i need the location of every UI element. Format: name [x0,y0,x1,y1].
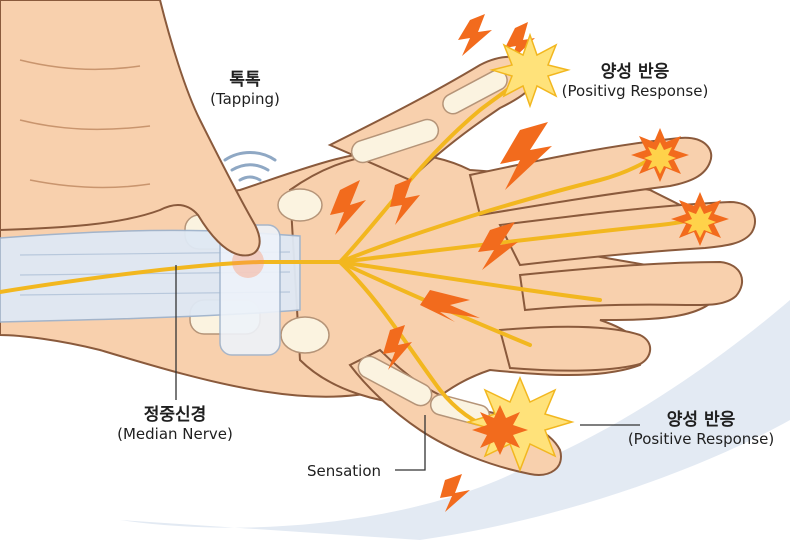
hand-shadow [120,300,790,540]
sensation-label: Sensation [307,462,381,480]
positive-top-ko: 양성 반응 [600,62,670,82]
positive-thumb-ko: 양성 반응 [666,410,736,430]
burst-star-icon [465,32,729,473]
median-nerve-label: 정중신경 (Median Nerve) [95,405,255,443]
positive-response-thumb-label: 양성 반응 (Positive Response) [606,410,796,448]
positive-thumb-en: (Positive Response) [627,430,775,449]
tap-wave-icon [223,151,277,182]
median-nerve-ko: 정중신경 [143,405,207,425]
median-nerve-en: (Median Nerve) [117,425,233,444]
examiner-finger-crease [19,59,151,189]
lightning-bolt-icon [330,14,552,512]
tapping-label-ko: 톡톡 [229,70,261,90]
positive-response-top-label: 양성 반응 (Positivg Response) [540,62,730,100]
lower-finger [498,325,652,372]
sensation-leader [395,415,426,471]
tapping-label: 톡톡 (Tapping) [190,70,300,108]
tapping-label-en: (Tapping) [210,90,280,109]
median-nerve [0,73,702,432]
positive-top-en: (Positivg Response) [561,82,709,101]
